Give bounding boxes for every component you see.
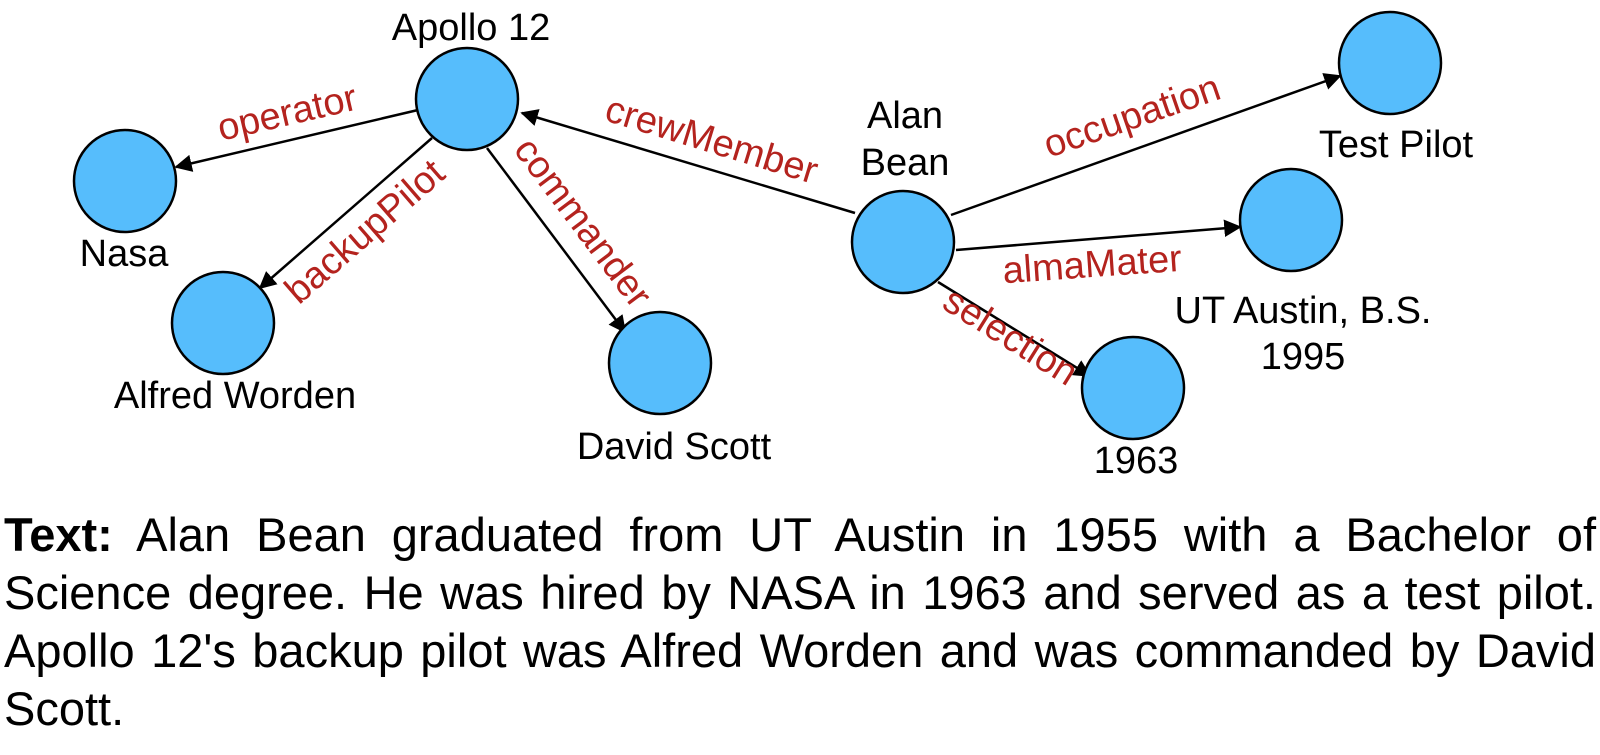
node-label-ut-austin-line1: UT Austin, B.S. — [1175, 290, 1432, 332]
caption-label: Text: — [4, 508, 113, 561]
node-label-ut-austin-line2: 1995 — [1261, 336, 1346, 378]
edge-label-selection: selection — [936, 279, 1085, 394]
node-label-test-pilot: Test Pilot — [1319, 124, 1474, 166]
caption-text: Alan Bean graduated from UT Austin in 19… — [4, 508, 1596, 735]
edge-occupation — [950, 73, 1342, 217]
edge-backupPilot — [258, 137, 433, 290]
node-label-alfred-worden: Alfred Worden — [114, 375, 356, 417]
edge-label-backupPilot: backupPilot — [277, 151, 453, 312]
node-alan-bean — [850, 189, 956, 295]
node-label-alan-bean-line1: Alan — [867, 95, 943, 137]
edge-operator — [174, 108, 419, 172]
node-apollo-12 — [414, 46, 520, 152]
node-alfred-worden — [170, 270, 276, 376]
edge-commander — [486, 147, 627, 334]
edge-selection — [937, 280, 1092, 378]
node-label-nasa: Nasa — [80, 233, 170, 275]
edge-label-commander: commander — [505, 130, 659, 316]
node-ut-austin — [1238, 167, 1344, 273]
node-label-alan-bean-line2: Bean — [861, 142, 950, 184]
node-label-1963: 1963 — [1094, 440, 1179, 482]
node-label-apollo-12: Apollo 12 — [392, 7, 550, 49]
edge-label-crewMember: crewMember — [600, 88, 823, 192]
knowledge-graph: operator backupPilot commander crewMembe… — [72, 7, 1474, 482]
node-david-scott — [607, 310, 713, 416]
node-label-david-scott: David Scott — [577, 426, 772, 468]
edge-crewMember — [520, 109, 856, 215]
edge-label-operator: operator — [214, 77, 362, 150]
node-1963 — [1080, 335, 1186, 441]
caption-paragraph: Text: Alan Bean graduated from UT Austin… — [4, 506, 1596, 738]
edge-almaMater — [955, 219, 1242, 252]
node-nasa — [72, 128, 178, 234]
edge-label-almaMater: almaMater — [1001, 238, 1183, 292]
node-test-pilot — [1337, 10, 1443, 116]
